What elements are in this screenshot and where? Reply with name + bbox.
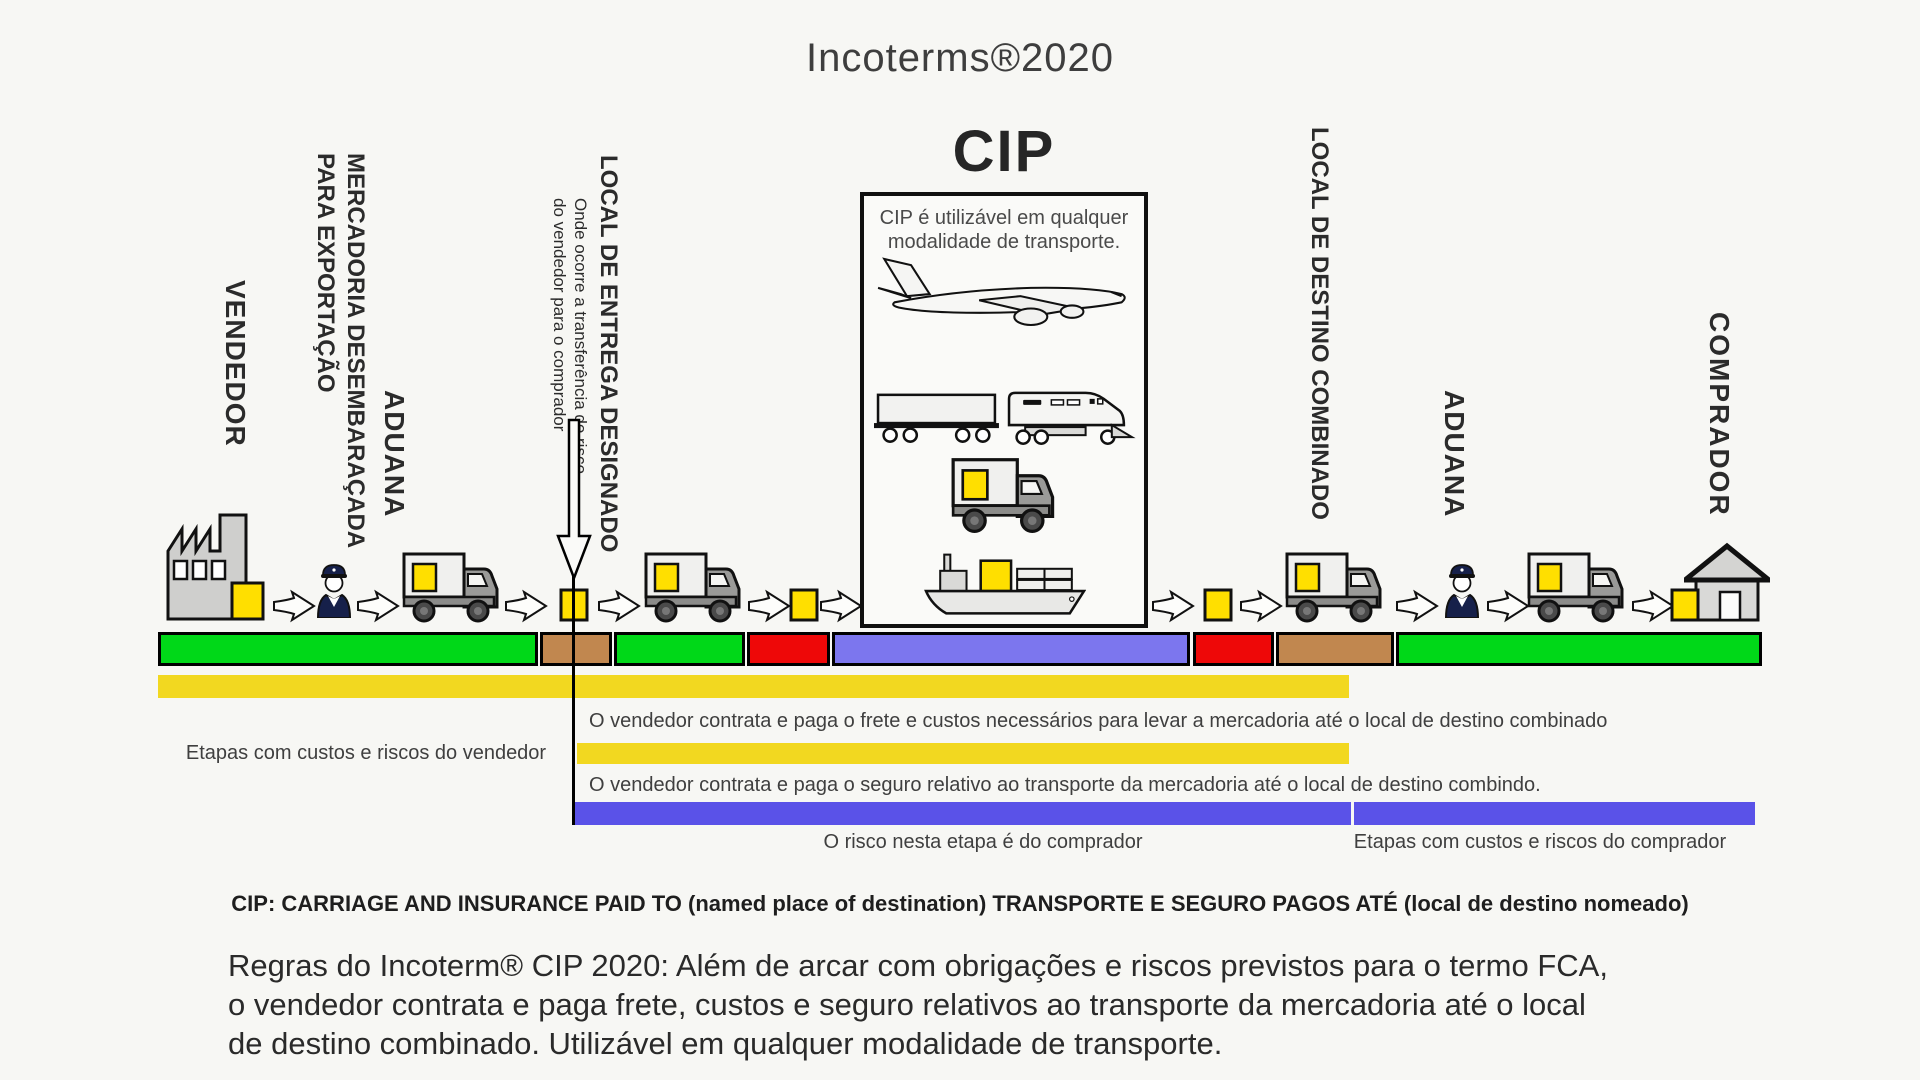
rules-line-1: Regras do Incoterm® CIP 2020: Além de ar… xyxy=(228,948,1608,983)
cost-bar-brown-segment xyxy=(540,632,612,666)
buyer-stage-label: Etapas com custos e riscos do comprador xyxy=(1353,831,1727,853)
arrow-right-icon xyxy=(1631,588,1675,624)
cost-bar-red-segment xyxy=(1193,632,1274,666)
truck-icon xyxy=(1285,551,1386,623)
box-icon xyxy=(1670,588,1700,622)
ship-icon xyxy=(924,548,1086,622)
stage-label-comprador: COMPRADOR xyxy=(1704,312,1735,517)
arrow-right-icon xyxy=(819,588,863,624)
train-icon xyxy=(874,384,1136,448)
truck-icon xyxy=(1527,551,1628,623)
arrow-right-icon xyxy=(272,588,316,624)
cost-bar-green-segment xyxy=(1396,632,1762,666)
airplane-icon xyxy=(876,250,1134,334)
cost-bar-green-segment xyxy=(158,632,538,666)
arrow-right-icon xyxy=(1151,588,1195,624)
buyer-risk-label: O risco nesta etapa é do comprador xyxy=(823,831,1143,853)
page-title: Incoterms®2020 xyxy=(805,36,1115,80)
arrow-right-icon xyxy=(747,588,791,624)
buyer-risk-bar xyxy=(572,802,1755,825)
truck-icon xyxy=(644,551,745,623)
cip-term-heading: CIP xyxy=(952,119,1056,184)
box-icon xyxy=(1203,588,1233,622)
seller-stage-label: Etapas com custos e riscos do vendedor xyxy=(185,742,547,764)
rules-line-3: de destino combinado. Utilizável em qual… xyxy=(228,1026,1223,1061)
stage-label-local-destino-combinado: LOCAL DE DESTINO COMBINADO xyxy=(1306,127,1333,520)
officer-icon xyxy=(315,562,353,618)
stage-label-vendedor: VENDEDOR xyxy=(220,280,251,447)
seller-cost-bar-1 xyxy=(158,675,1349,698)
officer-icon xyxy=(1443,562,1481,618)
truck-icon xyxy=(951,456,1059,534)
stage-label-aduana-right: ADUANA xyxy=(1439,390,1470,518)
arrow-right-icon xyxy=(597,588,641,624)
risk-transfer-line xyxy=(572,550,575,825)
seller-insurance-text: O vendedor contrata e paga o seguro rela… xyxy=(589,774,1541,796)
house-icon xyxy=(1684,542,1770,622)
arrow-right-icon xyxy=(1239,588,1283,624)
seller-freight-text: O vendedor contrata e paga o frete e cus… xyxy=(589,710,1608,732)
cost-bar-brown-segment xyxy=(1276,632,1394,666)
stage-label-local-entrega-designado: LOCAL DE ENTREGA DESIGNADO xyxy=(595,155,622,553)
cost-bar-red-segment xyxy=(747,632,830,666)
arrow-right-icon xyxy=(1395,588,1439,624)
cost-bar-green-segment xyxy=(614,632,745,666)
cip-box-note: CIP é utilizável em qualquer modalidade … xyxy=(879,207,1129,253)
arrow-right-icon xyxy=(504,588,548,624)
factory-icon xyxy=(162,507,266,621)
truck-icon xyxy=(402,551,503,623)
cip-definition-line: CIP: CARRIAGE AND INSURANCE PAID TO (nam… xyxy=(231,891,1689,916)
box-icon xyxy=(789,588,819,622)
stage-label-aduana-left: ADUANA xyxy=(379,390,410,518)
cip-rules-paragraph: Regras do Incoterm® CIP 2020: Além de ar… xyxy=(228,946,1788,1063)
cip-modal-box: CIP é utilizável em qualquer modalidade … xyxy=(860,192,1148,628)
risk-transfer-arrow-icon xyxy=(554,418,594,586)
arrow-right-icon xyxy=(356,588,400,624)
cost-bar-periwinkle-segment xyxy=(832,632,1190,666)
arrow-right-icon xyxy=(1486,588,1530,624)
stage-label-mercadoria-exportacao: MERCADORIA DESEMBARAÇADA PARA EXPORTAÇÃO xyxy=(312,153,369,549)
buyer-bar-divider xyxy=(1351,802,1354,825)
seller-cost-bar-2 xyxy=(577,743,1349,764)
rules-line-2: o vendedor contrata e paga frete, custos… xyxy=(228,987,1586,1022)
